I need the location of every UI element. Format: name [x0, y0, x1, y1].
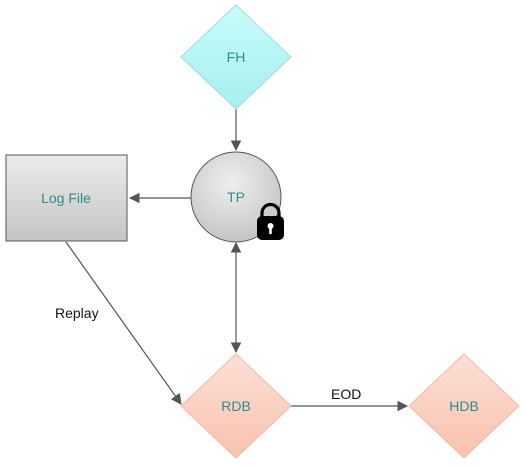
rdb-diamond-shape	[180, 353, 292, 459]
node-fh[interactable]: FH	[180, 4, 292, 110]
log-file-rect-shape	[5, 154, 128, 242]
hdb-diamond-shape	[408, 353, 520, 459]
tp-label: TP	[227, 189, 245, 205]
edge-label-replay: Replay	[55, 305, 99, 321]
lock-icon	[257, 202, 284, 240]
node-hdb[interactable]: HDB	[408, 353, 520, 459]
fh-diamond-shape	[180, 4, 292, 110]
fh-label: FH	[227, 49, 246, 65]
hdb-label: HDB	[449, 398, 479, 414]
log-file-label: Log File	[41, 190, 91, 206]
edge-label-eod: EOD	[331, 386, 361, 402]
rdb-label: RDB	[221, 398, 251, 414]
edges	[65, 109, 409, 412]
node-rdb[interactable]: RDB	[180, 353, 292, 459]
node-tp[interactable]: TP	[190, 151, 284, 243]
edge-log-file-to-rdb	[65, 241, 182, 405]
node-log-file[interactable]: Log File	[5, 154, 128, 242]
